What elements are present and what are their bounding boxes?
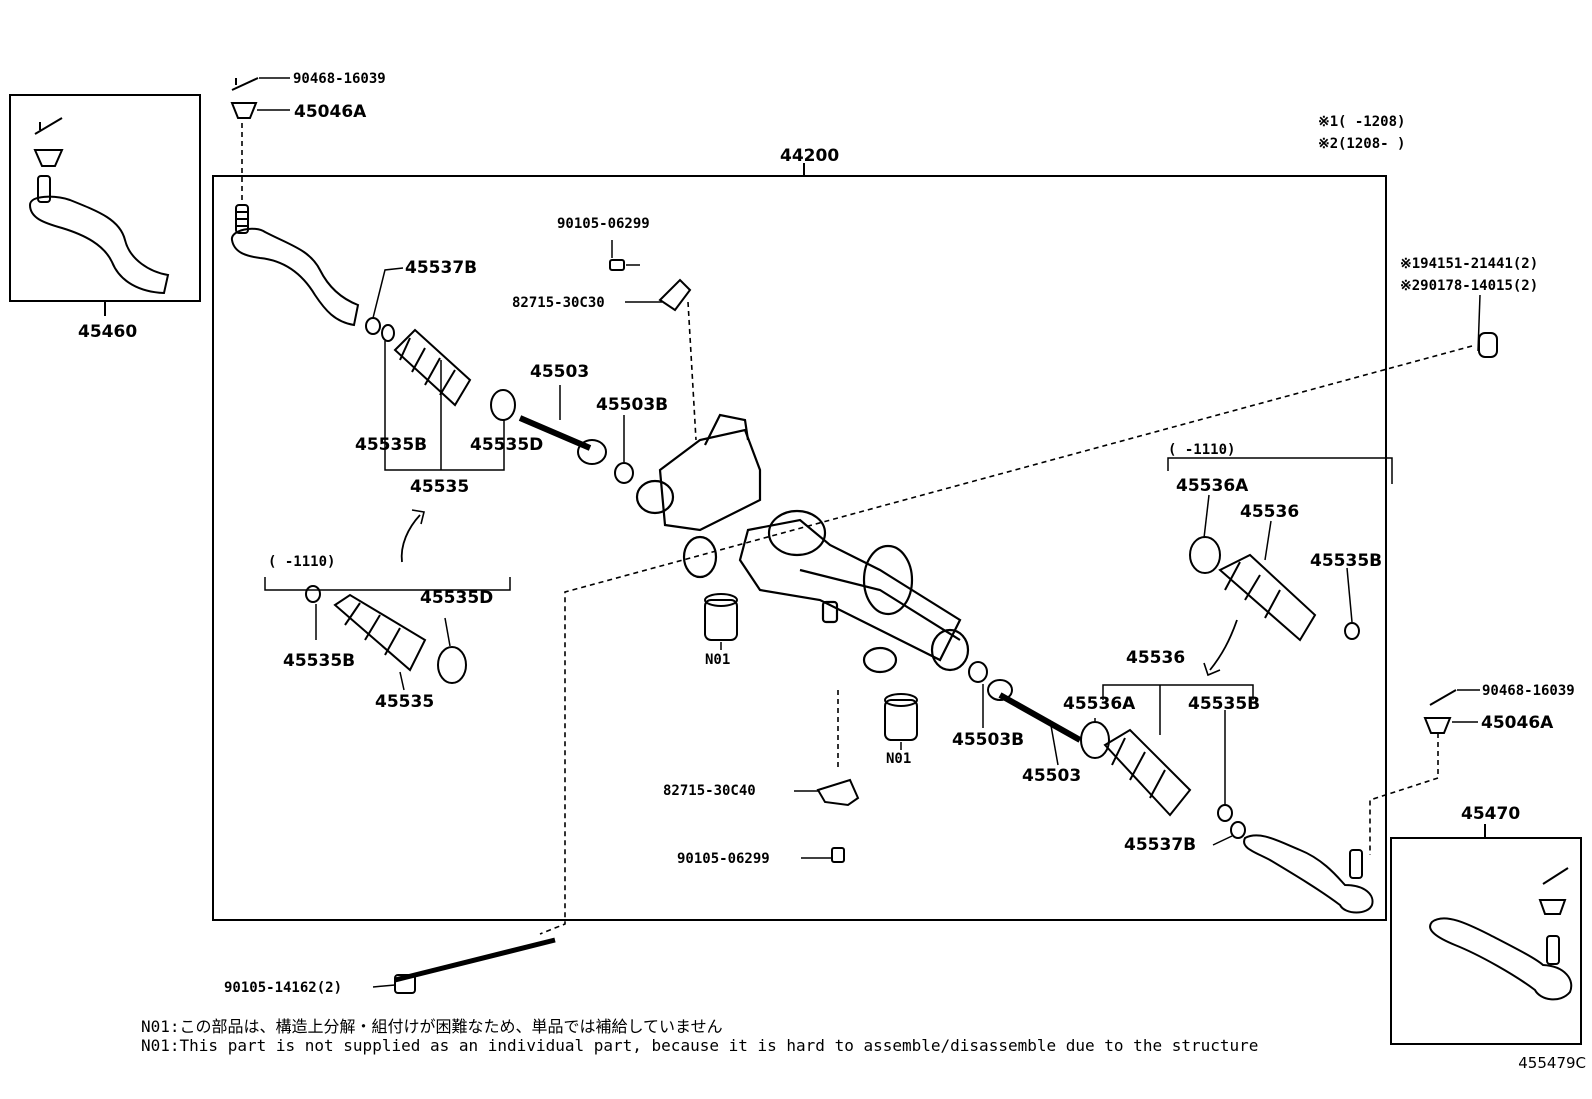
label-bracket-top: 82715-30C30 — [512, 295, 605, 311]
bolt-center-bottom — [831, 847, 845, 863]
arrow-right — [1209, 619, 1238, 671]
legend-range-2: (1208- ) — [1338, 136, 1405, 152]
nut-top-right — [1423, 717, 1452, 734]
boot-right-alt — [1218, 553, 1317, 642]
clamp-alt-small — [305, 585, 321, 603]
boot-right — [1103, 728, 1192, 817]
label-nut-top-left: 45046A — [294, 102, 367, 122]
boot-left-alt — [333, 593, 427, 672]
bracket-bottom — [816, 778, 860, 807]
main-assembly-frame — [212, 175, 1387, 921]
legend-mark-1: ※1 — [1318, 114, 1338, 130]
label-clamp-left-small: 45535B — [355, 435, 427, 455]
bolt-top-right — [1429, 689, 1457, 706]
label-bolt-center-top: 90105-06299 — [557, 216, 650, 232]
label-n01-b: N01 — [886, 751, 911, 767]
label-alt-boot: 45535 — [375, 692, 434, 712]
bushing-n01-b — [884, 693, 918, 741]
nut-top-left — [230, 102, 258, 119]
clip-right — [1230, 821, 1246, 839]
label-inner-rod-left: 45503 — [530, 362, 589, 382]
label-clip-left: 45537B — [405, 258, 477, 278]
label-alt-range-right: ( -1110) — [1168, 442, 1235, 458]
bolt-long — [394, 937, 556, 994]
label-alt-r-clamp-small: 45535B — [1310, 551, 1382, 571]
tie-rod-end-right — [1243, 834, 1374, 914]
clamp-right-alt-small — [1344, 622, 1360, 640]
label-bolt-center-bottom: 90105-06299 — [677, 851, 770, 867]
bolt-top-left — [231, 77, 259, 91]
diagram-code: 455479C — [1518, 1054, 1586, 1072]
tie-rod-end-left-boxed — [28, 117, 170, 295]
clamp-left-big — [490, 389, 516, 421]
label-inner-rod-right: 45503 — [1022, 766, 1081, 786]
clamp-right-alt — [1189, 536, 1221, 574]
label-grommet-1: ※194151-21441(2) — [1400, 256, 1538, 272]
bolt-center-top — [609, 259, 625, 271]
note-english: N01:This part is not supplied as an indi… — [141, 1036, 1259, 1055]
clamp-alt-big — [437, 646, 467, 684]
arrow-left — [400, 514, 421, 563]
label-alt-range-left: ( -1110) — [268, 554, 335, 570]
label-bolt-top-right: 90468-16039 — [1482, 683, 1575, 699]
tie-rod-end-right-boxed — [1429, 867, 1573, 1001]
label-clamp-right-small: 45535B — [1188, 694, 1260, 714]
label-boot-left: 45535 — [410, 477, 469, 497]
label-bolt-long: 90105-14162(2) — [224, 980, 342, 996]
legend-mark-2: ※2 — [1318, 136, 1338, 152]
label-washer-left: 45503B — [596, 395, 668, 415]
label-clamp-right-big: 45536A — [1063, 694, 1136, 714]
inner-rod-left — [518, 415, 607, 465]
label-alt-clamp-big: 45535D — [420, 588, 493, 608]
main-assembly-label: 44200 — [780, 146, 839, 166]
bushing-n01-a — [704, 593, 738, 641]
label-boot-right: 45536 — [1126, 648, 1185, 668]
label-grommet-2: ※290178-14015(2) — [1400, 278, 1538, 294]
inner-rod-right — [987, 679, 1082, 743]
label-alt-r-boot: 45536 — [1240, 502, 1299, 522]
label-bracket-bottom: 82715-30C40 — [663, 783, 756, 799]
right-box-label: 45470 — [1461, 804, 1520, 824]
bracket-top — [658, 278, 692, 312]
label-n01-a: N01 — [705, 652, 730, 668]
note-japanese: N01:この部品は、構造上分解・組付けが困難なため、単品では補給していません — [141, 1017, 723, 1036]
clip-left — [365, 317, 381, 335]
label-alt-r-clamp: 45536A — [1176, 476, 1249, 496]
legend-range-1: ( -1208) — [1338, 114, 1405, 130]
clamp-left-small — [381, 324, 395, 342]
label-washer-right: 45503B — [952, 730, 1024, 750]
washer-right — [968, 661, 988, 683]
clamp-right-small — [1217, 804, 1233, 822]
washer-left — [614, 462, 634, 484]
clamp-right-big — [1080, 721, 1110, 759]
label-alt-clamp-small: 45535B — [283, 651, 355, 671]
boot-left — [393, 328, 472, 407]
tie-rod-end-left — [231, 204, 360, 327]
left-box-label: 45460 — [78, 322, 137, 342]
label-bolt-top-left: 90468-16039 — [293, 71, 386, 87]
label-clip-right: 45537B — [1124, 835, 1196, 855]
steering-gear-housing — [635, 413, 970, 674]
label-nut-top-right: 45046A — [1481, 713, 1554, 733]
label-clamp-left-big: 45535D — [470, 435, 543, 455]
right-tie-rod-box — [1390, 837, 1582, 1045]
grommet — [1478, 332, 1498, 358]
